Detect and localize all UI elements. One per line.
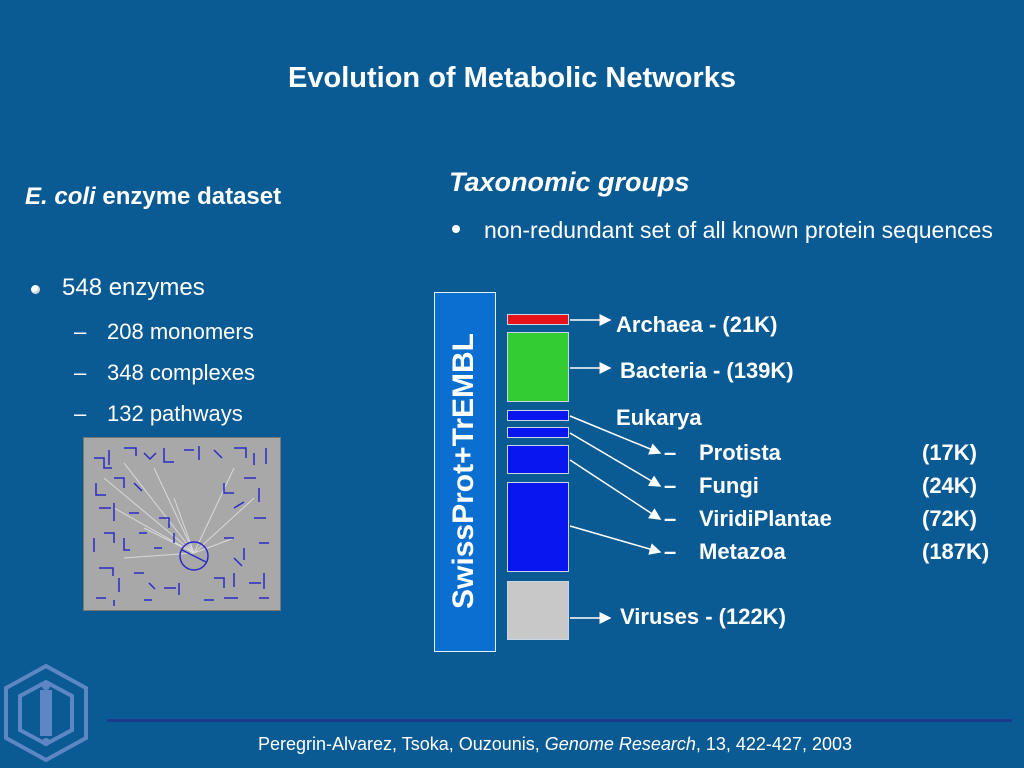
subitem-complexes: 348 complexes — [107, 360, 255, 385]
fungi-count: (24K) — [922, 473, 978, 498]
institute-logo-icon — [3, 663, 88, 763]
protista-name: Protista — [699, 440, 781, 465]
dash-icon: – — [664, 539, 677, 564]
dash-icon: – — [664, 506, 677, 531]
dash-icon: – — [74, 360, 87, 385]
connector-arrows — [569, 314, 662, 624]
bacteria-label: Bacteria - (139K) — [620, 358, 794, 383]
fungi-name: Fungi — [699, 473, 759, 498]
metabolic-network-image — [83, 437, 281, 611]
viridiplantae-name: ViridiPlantae — [699, 506, 832, 531]
dash-icon: – — [664, 473, 677, 498]
citation-authors: Peregrin-Alvarez, Tsoka, Ouzounis, — [258, 734, 545, 754]
protista-count: (17K) — [922, 440, 978, 465]
database-box — [434, 292, 496, 652]
bullet-icon — [452, 225, 460, 233]
database-label: SwissProt+TrEMBL — [447, 333, 480, 609]
dash-icon: – — [664, 440, 677, 465]
right-heading: Taxonomic groups — [449, 167, 690, 197]
viridiplantae-count: (72K) — [922, 506, 978, 531]
citation: Peregrin-Alvarez, Tsoka, Ouzounis, Genom… — [258, 734, 852, 755]
database-label-wrap: SwissProt+TrEMBL — [434, 292, 494, 650]
metazoa-count: (187K) — [922, 539, 990, 564]
protista-bar — [507, 410, 569, 421]
bacteria-bar — [507, 332, 569, 402]
viruses-bar — [507, 581, 569, 640]
left-heading-rest: enzyme dataset — [95, 183, 282, 210]
fungi-bar — [507, 427, 569, 438]
footer-rule — [107, 719, 1012, 722]
sequences-bullet: non-redundant set of all known protein s… — [484, 217, 993, 243]
subitem-monomers: 208 monomers — [107, 319, 254, 344]
archaea-label: Archaea - (21K) — [616, 312, 778, 337]
subitem-pathways: 132 pathways — [107, 401, 243, 426]
left-heading-italic: E. coli — [25, 183, 96, 210]
viruses-label: Viruses - (122K) — [620, 604, 786, 629]
dash-icon: – — [74, 401, 87, 426]
bullet-icon — [31, 285, 40, 294]
citation-details: , 13, 422-427, 2003 — [695, 734, 853, 754]
metazoa-bar — [507, 482, 569, 572]
metazoa-name: Metazoa — [699, 539, 786, 564]
dash-icon: – — [74, 319, 87, 344]
eukarya-label: Eukarya — [616, 405, 702, 430]
slide-title: Evolution of Metabolic Networks — [288, 62, 736, 94]
enzymes-bullet: 548 enzymes — [62, 274, 205, 301]
viridiplantae-bar — [507, 445, 569, 474]
left-heading: E. coli enzyme dataset — [25, 183, 281, 211]
network-drawing — [93, 446, 269, 606]
archaea-bar — [507, 314, 569, 325]
citation-journal: Genome Research — [544, 734, 696, 754]
